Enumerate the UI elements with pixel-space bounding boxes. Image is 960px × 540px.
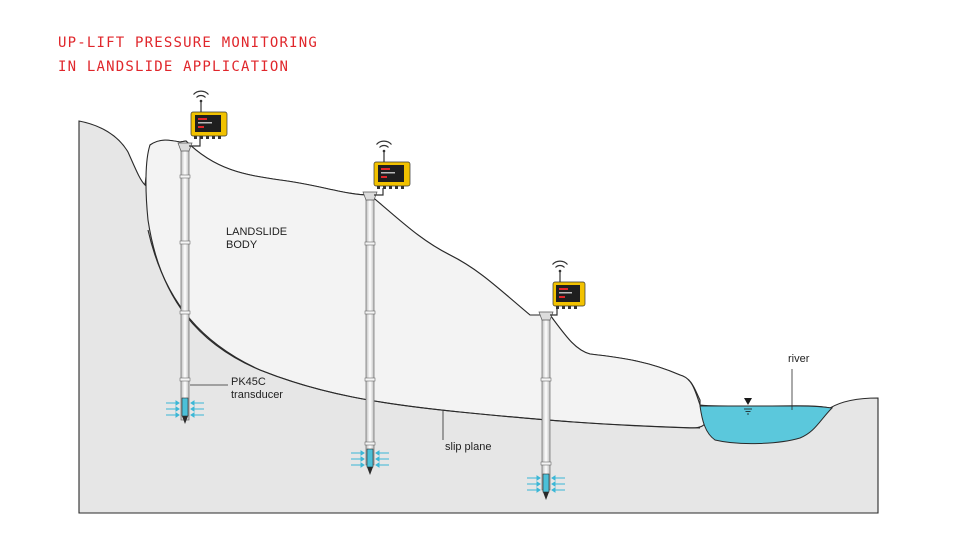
wifi-signal-icon xyxy=(552,260,568,282)
landslide-body-label: LANDSLIDE BODY xyxy=(226,226,287,252)
piezometer-1 xyxy=(177,136,201,424)
transducer-label-line-1: PK45C xyxy=(231,376,266,388)
piezometer-3 xyxy=(538,309,558,500)
wellhead-2 xyxy=(362,191,378,201)
wifi-signal-icon xyxy=(376,140,392,162)
water-level-triangle-icon xyxy=(744,398,752,405)
data-logger-icon xyxy=(552,281,586,309)
piezometer-2 xyxy=(362,188,384,475)
river-water xyxy=(699,405,834,445)
slip-plane-label: slip plane xyxy=(445,441,492,453)
diagram-title-line-2: IN LANDSLIDE APPLICATION xyxy=(58,59,290,75)
water-pressure-arrows-icon xyxy=(166,400,204,418)
wellhead-1 xyxy=(177,142,193,152)
data-logger-icon xyxy=(373,161,411,189)
diagram-title-line-1: UP-LIFT PRESSURE MONITORING xyxy=(58,35,318,51)
river-label: river xyxy=(788,353,810,365)
transducer-label: PK45C transducer xyxy=(231,376,283,402)
transducer-label-line-2: transducer xyxy=(231,389,283,401)
wellhead-3 xyxy=(538,311,554,321)
transducer-3 xyxy=(542,473,550,493)
landslide-body-label-line-2: BODY xyxy=(226,239,258,251)
wifi-signal-icon xyxy=(193,90,209,112)
transducer-2 xyxy=(366,448,374,468)
water-pressure-arrows-icon xyxy=(351,450,389,468)
data-logger-icon xyxy=(190,111,228,139)
transducer-1 xyxy=(181,397,189,417)
water-pressure-arrows-icon xyxy=(527,475,565,493)
landslide-body-label-line-1: LANDSLIDE xyxy=(226,226,288,238)
